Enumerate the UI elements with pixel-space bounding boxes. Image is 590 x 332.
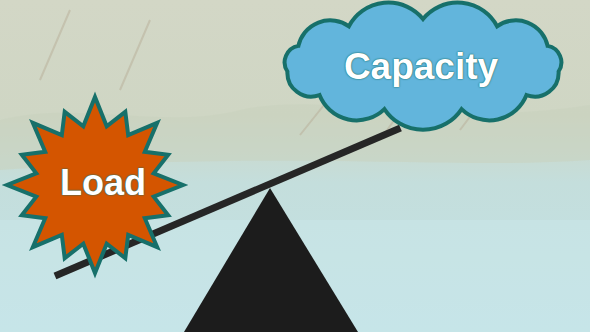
capacity-cloud: Capacity bbox=[262, 2, 584, 128]
fulcrum-triangle bbox=[184, 188, 358, 332]
starburst-shape bbox=[7, 97, 183, 273]
cloud-shape bbox=[285, 3, 562, 130]
node-label: Load bbox=[60, 162, 146, 204]
node-label: Capacity bbox=[344, 46, 498, 88]
load-starburst: Load bbox=[4, 94, 186, 276]
